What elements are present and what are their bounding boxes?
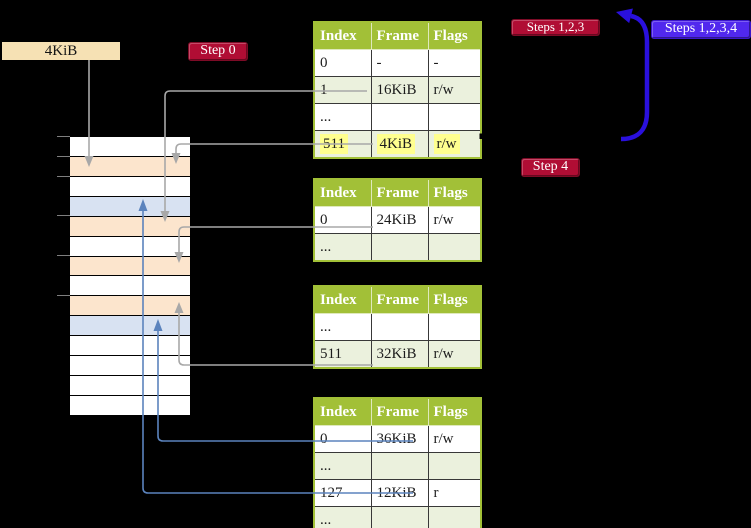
step-4-badge: Step 4 <box>521 158 580 177</box>
big-curved-arrow <box>620 13 650 142</box>
page-table-2: Index Frame Flags 0 24KiB r/w ... <box>313 178 482 262</box>
page-table-3: Index Frame Flags ... 511 32KiB r/w <box>313 285 482 369</box>
table-row: 511 32KiB r/w <box>313 340 482 369</box>
table-header-row: Index Frame Flags <box>313 285 482 314</box>
address-tick <box>57 295 70 296</box>
steps-123-badge: Steps 1,2,3 <box>511 19 600 36</box>
table-row: 0 24KiB r/w <box>313 206 482 234</box>
memory-row <box>70 295 190 316</box>
table-row: 1 16KiB r/w <box>313 76 482 104</box>
table-row: ... <box>313 233 482 262</box>
column-header: Index <box>313 397 372 426</box>
big-arrowhead <box>616 8 633 24</box>
address-tick <box>57 255 70 256</box>
table-header-row: Index Frame Flags <box>313 21 482 50</box>
highlight: 4KiB <box>376 134 416 154</box>
column-header: Index <box>313 285 372 314</box>
page-table-1: Index Frame Flags 0 - - 1 16KiB r/w ... … <box>313 21 482 159</box>
highlight: r/w <box>433 134 460 154</box>
memory-row <box>70 195 190 216</box>
memory-row <box>70 315 190 336</box>
address-tick <box>57 215 70 216</box>
column-header: Flags <box>427 21 482 50</box>
column-header: Flags <box>427 285 482 314</box>
table-row-highlighted: 511 4KiB r/w <box>313 130 482 159</box>
steps-1234-badge: Steps 1,2,3,4 <box>651 20 751 39</box>
highlight: 511 <box>320 134 348 154</box>
page-size-label: 4KiB <box>2 42 120 60</box>
page-table-4: Index Frame Flags 0 36KiB r/w ... 127 12… <box>313 397 482 528</box>
column-header: Frame <box>370 397 429 426</box>
memory-row <box>70 275 190 296</box>
memory-row <box>70 355 190 376</box>
memory-row <box>70 394 190 415</box>
address-tick <box>57 176 70 177</box>
table-row: ... <box>313 506 482 528</box>
memory-row <box>70 375 190 395</box>
table-row: ... <box>313 103 482 131</box>
column-header: Index <box>313 21 372 50</box>
memory-row <box>70 175 190 196</box>
table-row: 0 36KiB r/w <box>313 425 482 453</box>
column-header: Index <box>313 178 372 207</box>
table-row: ... <box>313 313 482 341</box>
memory-row <box>70 137 190 156</box>
memory-row <box>70 235 190 256</box>
physical-memory-column <box>70 137 190 415</box>
table-header-row: Index Frame Flags <box>313 178 482 207</box>
memory-row <box>70 335 190 356</box>
memory-row <box>70 255 190 276</box>
column-header: Frame <box>370 285 429 314</box>
column-header: Flags <box>427 397 482 426</box>
table-header-row: Index Frame Flags <box>313 397 482 426</box>
column-header: Flags <box>427 178 482 207</box>
table-row: ... <box>313 452 482 480</box>
address-tick <box>57 136 70 137</box>
table-row: 127 12KiB r <box>313 479 482 507</box>
table-row: 0 - - <box>313 49 482 77</box>
memory-row <box>70 215 190 236</box>
column-header: Frame <box>370 178 429 207</box>
memory-row <box>70 155 190 176</box>
column-header: Frame <box>370 21 429 50</box>
address-tick <box>57 156 70 157</box>
step-0-badge: Step 0 <box>188 42 248 61</box>
